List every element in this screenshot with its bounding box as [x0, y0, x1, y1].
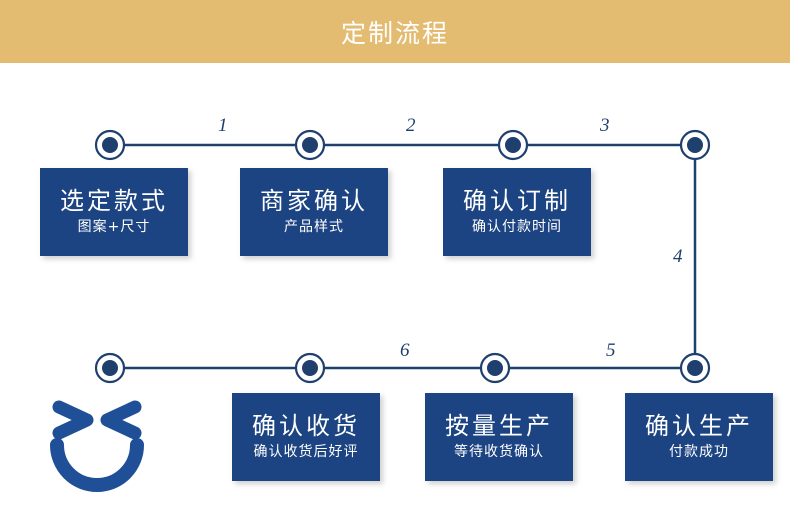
smiley-face-icon [50, 400, 144, 492]
flow-node-4 [679, 129, 711, 161]
step-title: 选定款式 [60, 186, 168, 215]
step-box-confirm-production[interactable]: 确认生产 付款成功 [625, 393, 773, 481]
step-title: 确认收货 [252, 411, 360, 440]
connector-label-1: 1 [218, 115, 228, 136]
step-subtitle: 确认付款时间 [472, 218, 562, 235]
smiley-right-eye [100, 400, 142, 440]
step-subtitle: 产品样式 [284, 218, 344, 235]
flow-node-6 [479, 352, 511, 384]
flow-node-2 [294, 129, 326, 161]
flow-node-7 [294, 352, 326, 384]
step-subtitle: 图案+尺寸 [77, 218, 151, 235]
connector-label-6: 6 [400, 340, 410, 361]
step-subtitle: 等待收货确认 [454, 443, 544, 460]
flow-node-3 [497, 129, 529, 161]
flow-node-8 [94, 352, 126, 384]
flow-node-5 [679, 352, 711, 384]
connector-label-2: 2 [406, 115, 416, 136]
connector-label-4: 4 [673, 246, 683, 267]
step-title: 确认生产 [645, 411, 753, 440]
step-box-merchant-confirm[interactable]: 商家确认 产品样式 [240, 168, 388, 256]
step-box-confirm-receipt[interactable]: 确认收货 确认收货后好评 [232, 393, 380, 481]
step-title: 确认订制 [463, 186, 571, 215]
step-title: 按量生产 [445, 411, 553, 440]
connector-label-3: 3 [600, 115, 610, 136]
flow-nodes [94, 129, 711, 384]
step-subtitle: 确认收货后好评 [253, 443, 359, 460]
smiley-mouth [50, 438, 144, 492]
step-box-select-style[interactable]: 选定款式 图案+尺寸 [40, 168, 188, 256]
step-box-produce-by-quantity[interactable]: 按量生产 等待收货确认 [425, 393, 573, 481]
step-box-confirm-order[interactable]: 确认订制 确认付款时间 [443, 168, 591, 256]
connector-label-5: 5 [606, 340, 616, 361]
flow-node-1 [94, 129, 126, 161]
header-banner: 定制流程 [0, 0, 790, 63]
step-subtitle: 付款成功 [669, 443, 729, 460]
smiley-left-eye [52, 400, 94, 440]
page-title: 定制流程 [340, 18, 449, 48]
step-title: 商家确认 [260, 186, 368, 215]
